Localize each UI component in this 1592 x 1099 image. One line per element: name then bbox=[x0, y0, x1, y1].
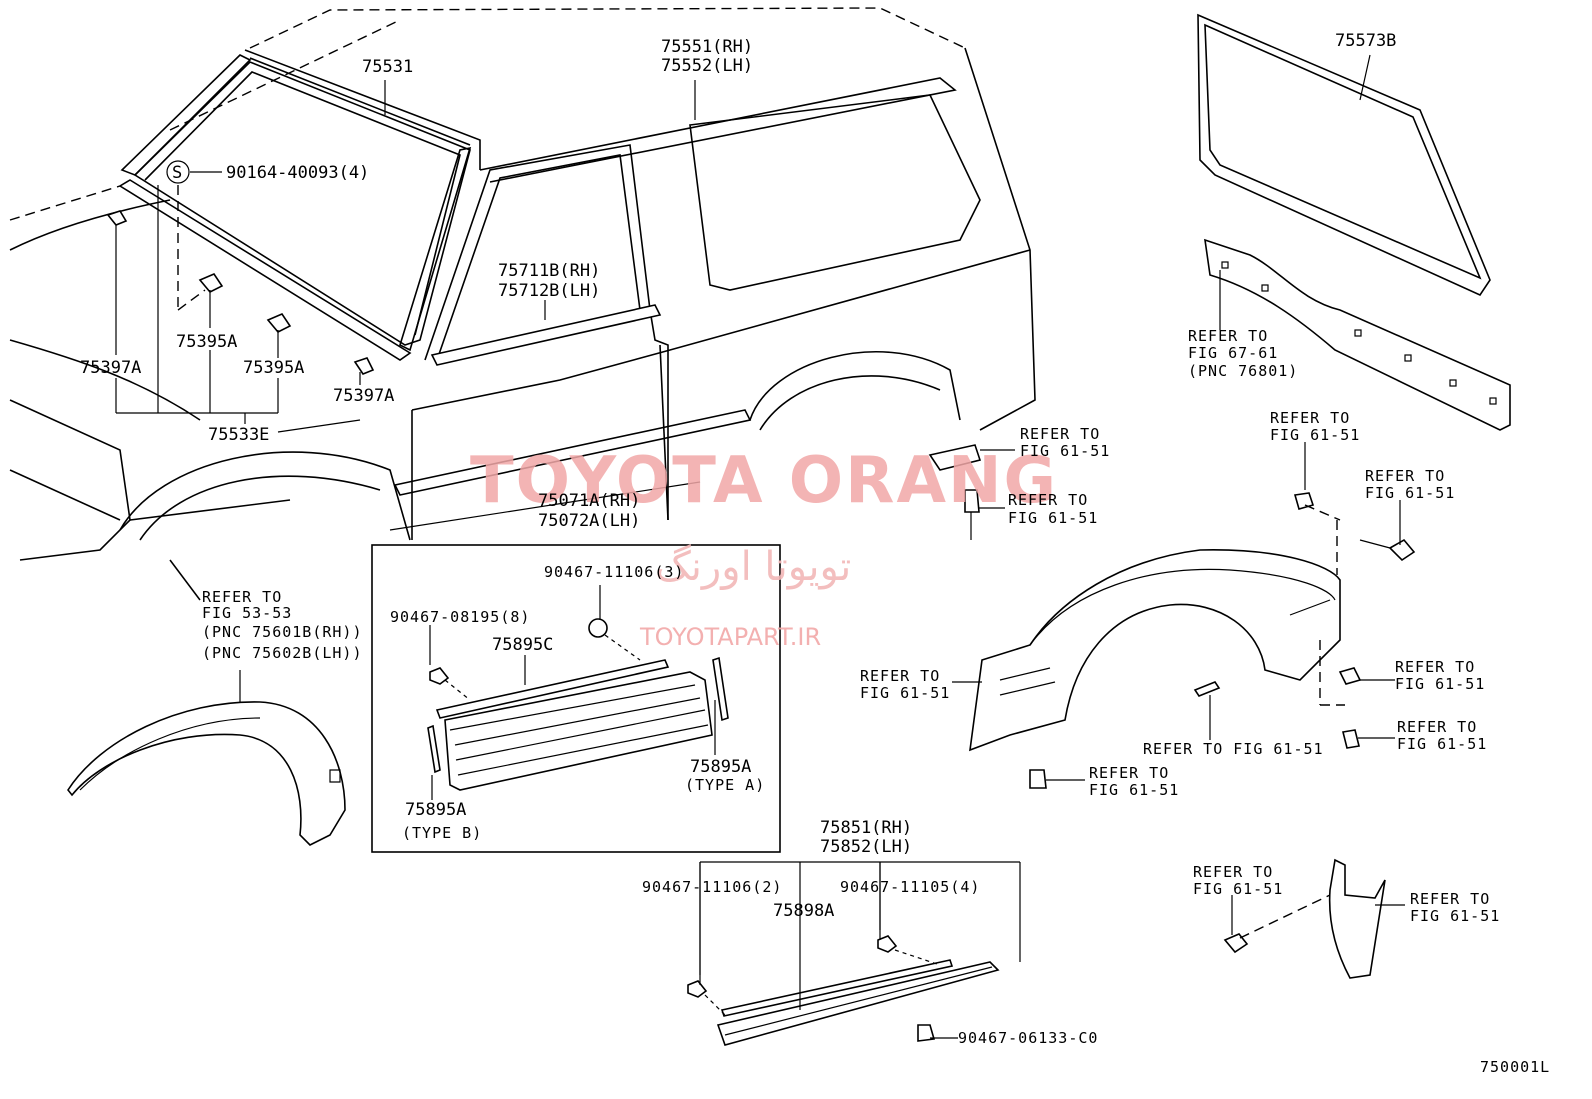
label-75573b: 75573B bbox=[1335, 31, 1396, 51]
door-moulding-detail-box bbox=[371, 481, 781, 853]
ref-r4-l1: REFER TO bbox=[1365, 467, 1445, 485]
ref-fig5353-l2: FIG 53-53 bbox=[202, 604, 292, 622]
label-75395a-2: 75395A bbox=[243, 358, 304, 378]
ref-r9-l2: FIG 61-51 bbox=[1089, 781, 1179, 799]
label-75895a-right: 75895A bbox=[690, 757, 751, 777]
label-75551: 75551(RH) bbox=[661, 37, 753, 57]
label-75895c: 75895C bbox=[492, 635, 553, 655]
label-90164: 90164-40093(4) bbox=[226, 163, 369, 183]
leader-lines-windshield bbox=[115, 80, 696, 433]
label-75072a: 75072A(LH) bbox=[538, 511, 640, 531]
label-90467-08195: 90467-08195(8) bbox=[390, 608, 530, 626]
ref-r6-l1: REFER TO bbox=[1395, 658, 1475, 676]
watermark-brand: TOYOTA ORANG bbox=[470, 444, 1058, 518]
ref-r10-l2: FIG 61-51 bbox=[1193, 880, 1283, 898]
ref-fig5353-l1: REFER TO bbox=[202, 588, 282, 606]
label-75895a-left: 75895A bbox=[405, 800, 466, 820]
ref-fig6761-l3: (PNC 76801) bbox=[1188, 362, 1298, 380]
watermark-persian: تویوتا اورنگ bbox=[655, 544, 851, 590]
label-type-a: (TYPE A) bbox=[685, 776, 765, 794]
ref-r5-l1: REFER TO bbox=[860, 667, 940, 685]
ref-r8-l2: FIG 61-51 bbox=[1397, 735, 1487, 753]
label-type-b: (TYPE B) bbox=[402, 824, 482, 842]
label-90467-11106-3: 90467-11106(3) bbox=[544, 563, 684, 581]
label-75851: 75851(RH) bbox=[820, 818, 912, 838]
quarter-trim-panel bbox=[1204, 238, 1511, 431]
label-75898a: 75898A bbox=[773, 901, 834, 921]
ref-r6-l2: FIG 61-51 bbox=[1395, 675, 1485, 693]
ref-r11-l2: FIG 61-51 bbox=[1410, 907, 1500, 925]
label-75397a-1: 75397A bbox=[80, 358, 141, 378]
ref-r8-l1: REFER TO bbox=[1397, 718, 1477, 736]
label-75071a: 75071A(RH) bbox=[538, 491, 640, 511]
label-75397a-2: 75397A bbox=[333, 386, 394, 406]
ref-r2-l1: REFER TO bbox=[1008, 491, 1088, 509]
label-90467-06133: 90467-06133-C0 bbox=[958, 1029, 1098, 1047]
ref-r11-l1: REFER TO bbox=[1410, 890, 1490, 908]
rocker-moulding bbox=[687, 861, 1021, 1046]
part-labels: 75531 75551(RH) 75552(LH) 75573B 90164-4… bbox=[80, 31, 1550, 1076]
rear-fender-flare bbox=[952, 442, 1416, 789]
watermark-site: TOYOTAPART.IR bbox=[639, 623, 821, 651]
rear-glass-seal bbox=[1197, 13, 1491, 297]
label-75712b: 75712B(LH) bbox=[498, 281, 600, 301]
ref-r1-l2: FIG 61-51 bbox=[1020, 442, 1110, 460]
label-75395a-1: 75395A bbox=[176, 332, 237, 352]
ref-fig5353-l3: (PNC 75601B(RH)) bbox=[202, 623, 363, 641]
ref-r3-l1: REFER TO bbox=[1270, 409, 1350, 427]
ref-r7: REFER TO FIG 61-51 bbox=[1143, 740, 1324, 758]
label-75531: 75531 bbox=[362, 57, 413, 77]
s-marker: S bbox=[166, 160, 190, 184]
ref-r4-l2: FIG 61-51 bbox=[1365, 484, 1455, 502]
ref-r5-l2: FIG 61-51 bbox=[860, 684, 950, 702]
windshield-clips bbox=[106, 210, 375, 375]
label-75711b: 75711B(RH) bbox=[498, 261, 600, 281]
ref-fig5353-l4: (PNC 75602B(LH)) bbox=[202, 644, 363, 662]
ref-fig6761-l2: FIG 67-61 bbox=[1188, 344, 1278, 362]
ref-r2-l2: FIG 61-51 bbox=[1008, 509, 1098, 527]
watermark: TOYOTA ORANG تویوتا اورنگ TOYOTAPART.IR bbox=[470, 444, 1058, 651]
label-75552: 75552(LH) bbox=[661, 56, 753, 76]
ref-fig6761-l1: REFER TO bbox=[1188, 327, 1268, 345]
ref-r10-l1: REFER TO bbox=[1193, 863, 1273, 881]
front-fender-flare bbox=[67, 670, 346, 846]
label-75533e: 75533E bbox=[208, 425, 269, 445]
ref-r1-l1: REFER TO bbox=[1020, 425, 1100, 443]
label-90467-11106-2: 90467-11106(2) bbox=[642, 878, 782, 896]
vehicle-body-outline bbox=[9, 7, 1036, 601]
label-75852: 75852(LH) bbox=[820, 837, 912, 857]
svg-text:S: S bbox=[172, 163, 182, 183]
ref-r3-l2: FIG 61-51 bbox=[1270, 426, 1360, 444]
ref-r9-l1: REFER TO bbox=[1089, 764, 1169, 782]
mud-flap bbox=[1223, 858, 1405, 979]
label-90467-11105: 90467-11105(4) bbox=[840, 878, 980, 896]
diagram-code: 750001L bbox=[1480, 1058, 1550, 1076]
refer-to-labels: REFER TO FIG 53-53 (PNC 75601B(RH)) (PNC… bbox=[202, 327, 1500, 925]
